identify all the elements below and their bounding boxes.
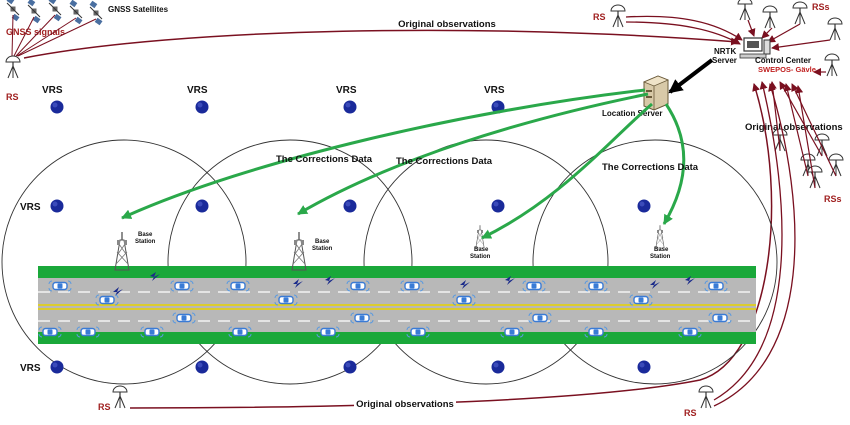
reference-station-icon [5,55,21,79]
base-station-label: Base [138,232,153,238]
vrs-dot [50,360,64,374]
nrtk-to-location-server-arrow [668,58,714,94]
gnss-satellites [6,0,103,26]
vrs-dot [343,100,357,114]
reference-station-icon [610,4,626,28]
corrections-data-label: The Corrections Data [396,156,493,167]
rs-label-top-right: RS [593,12,606,22]
corrections-data-label: The Corrections Data [602,162,699,173]
reference-station-icon [698,385,714,409]
satellite-icon [48,0,62,22]
reference-station-icon [762,5,778,29]
base-station-label: Base [315,239,330,245]
reference-station-icon [112,385,128,409]
vrs-dot [195,360,209,374]
reference-station-icon [792,1,808,25]
vrs-dot [50,100,64,114]
vrs-dot [343,199,357,213]
vrs-label: VRS [20,202,41,213]
corrections-arrows [121,88,686,240]
original-observations-label-bottom: Original observations [356,399,454,410]
gnss-satellites-label: GNSS Satellites [108,5,169,14]
nrtk-label: NRTK [714,47,736,56]
lightning-icon [113,272,695,296]
base-station-label: Base [654,247,669,253]
base-station-label: Station [470,254,491,260]
vrs-dot [343,360,357,374]
vrs-dot [637,199,651,213]
vrs-label: VRS [20,363,41,374]
base-station-label: Station [135,239,156,245]
vrs-dot [491,360,505,374]
rss-label-top: RSs [812,2,830,12]
rss-label-right: RSs [824,194,842,204]
vrs-label: VRS [187,85,208,96]
satellite-icon [27,0,41,24]
rs-label-top-left: RS [6,92,19,102]
vrs-dot [50,199,64,213]
gnss-signal-beams [11,14,97,57]
vrs-dot [491,199,505,213]
rs-label-bottom-right: RS [684,408,697,418]
reference-station-icon [824,53,840,77]
control-center-label: Control Center [755,56,811,65]
swepos-label: SWEPOS- Gävle [758,65,816,74]
nrtk-server-label: Server [712,56,737,65]
server-icon [642,75,670,111]
vrs-label: VRS [42,85,63,96]
base-station-tower-icon [655,224,665,249]
location-server-label: Location Server [602,109,662,118]
base-station-label: Station [312,246,333,252]
base-station-tower-icon [114,231,130,271]
original-observations-arrow-bottom [129,83,773,409]
gnss-signals-label: GNSS signals [6,27,65,37]
original-observations-arrow-top [23,29,739,59]
vrs-dot [195,199,209,213]
vrs-label: VRS [484,85,505,96]
vrs-dot [195,100,209,114]
base-station-tower-icon [291,231,307,271]
base-station-label: Station [650,254,671,260]
reference-station-icon [827,17,843,41]
rs-label-bottom-left: RS [98,402,111,412]
highway [38,266,756,344]
vrs-label: VRS [336,85,357,96]
vrs-dot [637,360,651,374]
reference-station-icon [737,0,753,21]
corrections-data-label: The Corrections Data [276,154,373,165]
computer-icon [739,37,771,59]
original-observations-label-right: Original observations [745,122,843,133]
base-station-label: Base [474,247,489,253]
coverage-circles [1,139,778,385]
original-observations-label-top: Original observations [398,19,496,30]
